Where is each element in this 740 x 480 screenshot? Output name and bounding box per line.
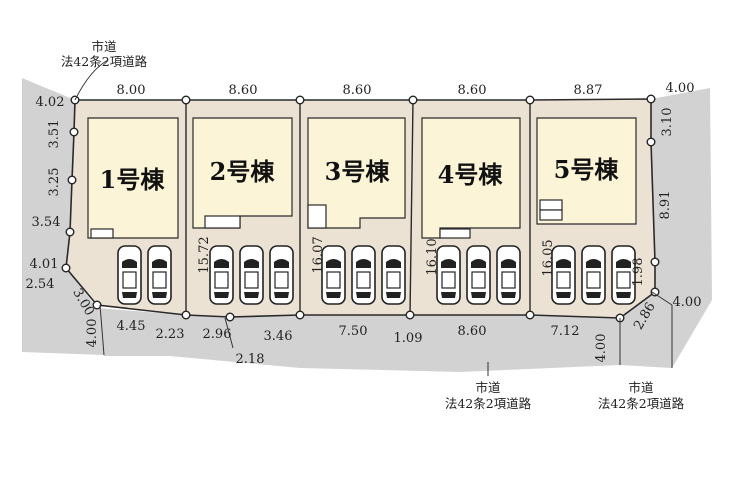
boundary-point: [295, 95, 305, 105]
dim-left-5: 4.01: [30, 257, 59, 272]
unit-label-3: 3号棟: [325, 157, 391, 186]
boundary-point: [65, 227, 75, 237]
boundary-point: [67, 175, 77, 185]
car-icon: [581, 245, 606, 305]
car-icon: [551, 245, 576, 305]
dim-bottom-5: 3.46: [264, 329, 293, 344]
dim-depth-lot2: 15.72: [197, 236, 212, 273]
dim-bottom-8: 8.60: [458, 324, 487, 339]
car-icon: [611, 245, 636, 305]
dim-bottom-4: 2.18: [236, 352, 265, 367]
building-4: [421, 117, 521, 239]
dim-bottom-10: 4.00: [594, 334, 609, 363]
parking-area: [117, 245, 636, 305]
dim-right-1: 3.10: [660, 108, 675, 137]
road-label-south-1: 市道: [475, 380, 501, 395]
dim-top-lot3: 8.60: [343, 83, 372, 98]
dim-left-8: 4.00: [85, 319, 100, 348]
road-south: [97, 290, 712, 372]
dim-right-3: 1.98: [631, 258, 646, 287]
building-5: [536, 117, 637, 225]
dim-bottom-1: 4.45: [117, 319, 146, 334]
boundary-point: [525, 310, 535, 320]
dim-left-6: 2.54: [26, 277, 55, 292]
dim-right-2: 8.91: [658, 191, 673, 220]
road-label-southeast-1: 市道: [628, 380, 654, 395]
annex-5a: [539, 199, 563, 211]
annex-1: [90, 228, 114, 239]
dim-left-2: 3.51: [47, 120, 62, 149]
buildings: [87, 117, 637, 239]
boundary-point: [405, 310, 415, 320]
car-icon: [466, 245, 491, 305]
boundary-point: [61, 263, 71, 273]
dim-top-lot2: 8.60: [229, 83, 258, 98]
car-icon: [381, 245, 406, 305]
dim-top-lot1: 8.00: [117, 83, 146, 98]
dim-depth-lot5: 16.05: [541, 239, 556, 276]
dim-bottom-3: 2.96: [203, 327, 232, 342]
boundary-point: [646, 137, 656, 147]
unit-label-5: 5号棟: [554, 155, 620, 184]
car-icon: [321, 245, 346, 305]
car-icon: [147, 245, 172, 305]
boundary-point: [525, 95, 535, 105]
dim-left-3: 3.25: [47, 168, 62, 197]
car-icon: [117, 245, 142, 305]
boundary-point: [181, 95, 191, 105]
road-label-northwest-2: 法42条2項道路: [61, 54, 148, 69]
boundary-point: [650, 257, 660, 267]
road-label-southeast-2: 法42条2項道路: [598, 396, 685, 411]
boundary-point: [295, 310, 305, 320]
car-icon: [209, 245, 234, 305]
annex-5b: [539, 209, 563, 221]
lot-dividers: [185, 99, 531, 316]
boundary-point: [181, 310, 191, 320]
car-icon: [239, 245, 264, 305]
annex-2: [204, 215, 241, 229]
dim-bottom-6: 7.50: [339, 324, 368, 339]
dim-bottom-12: 4.00: [673, 295, 702, 310]
dim-left-1: 4.02: [36, 95, 65, 110]
dim-top-lot5: 8.87: [574, 83, 603, 98]
dim-bottom-7: 1.09: [394, 331, 423, 346]
road-west: [22, 78, 104, 355]
car-icon: [436, 245, 461, 305]
car-icon: [496, 245, 521, 305]
boundary-point: [646, 94, 656, 104]
boundary-point: [69, 127, 79, 137]
road-label-south-2: 法42条2項道路: [445, 396, 532, 411]
dim-depth-lot3: 16.07: [311, 236, 326, 273]
unit-label-1: 1号棟: [100, 165, 166, 194]
unit-label-2: 2号棟: [210, 157, 276, 186]
dim-depth-lot4: 16.10: [425, 238, 440, 275]
boundary-point: [408, 95, 418, 105]
boundary-point: [650, 287, 660, 297]
dimension-leaders: [74, 59, 673, 376]
road-north: [651, 88, 712, 300]
road-label-northwest-1: 市道: [91, 39, 117, 54]
unit-label-4: 4号棟: [438, 160, 504, 189]
boundary-point: [92, 300, 102, 310]
boundary-point: [225, 312, 235, 322]
dim-bottom-9: 7.12: [551, 324, 580, 339]
building-1: [87, 117, 179, 239]
annex-3: [307, 204, 327, 229]
car-icon: [269, 245, 294, 305]
dim-top-corner: 4.00: [666, 81, 695, 96]
car-icon: [351, 245, 376, 305]
dim-left-4: 3.54: [32, 215, 61, 230]
annex-4: [439, 228, 471, 239]
dim-top-lot4: 8.60: [458, 83, 487, 98]
dim-bottom-2: 2.23: [156, 327, 185, 342]
